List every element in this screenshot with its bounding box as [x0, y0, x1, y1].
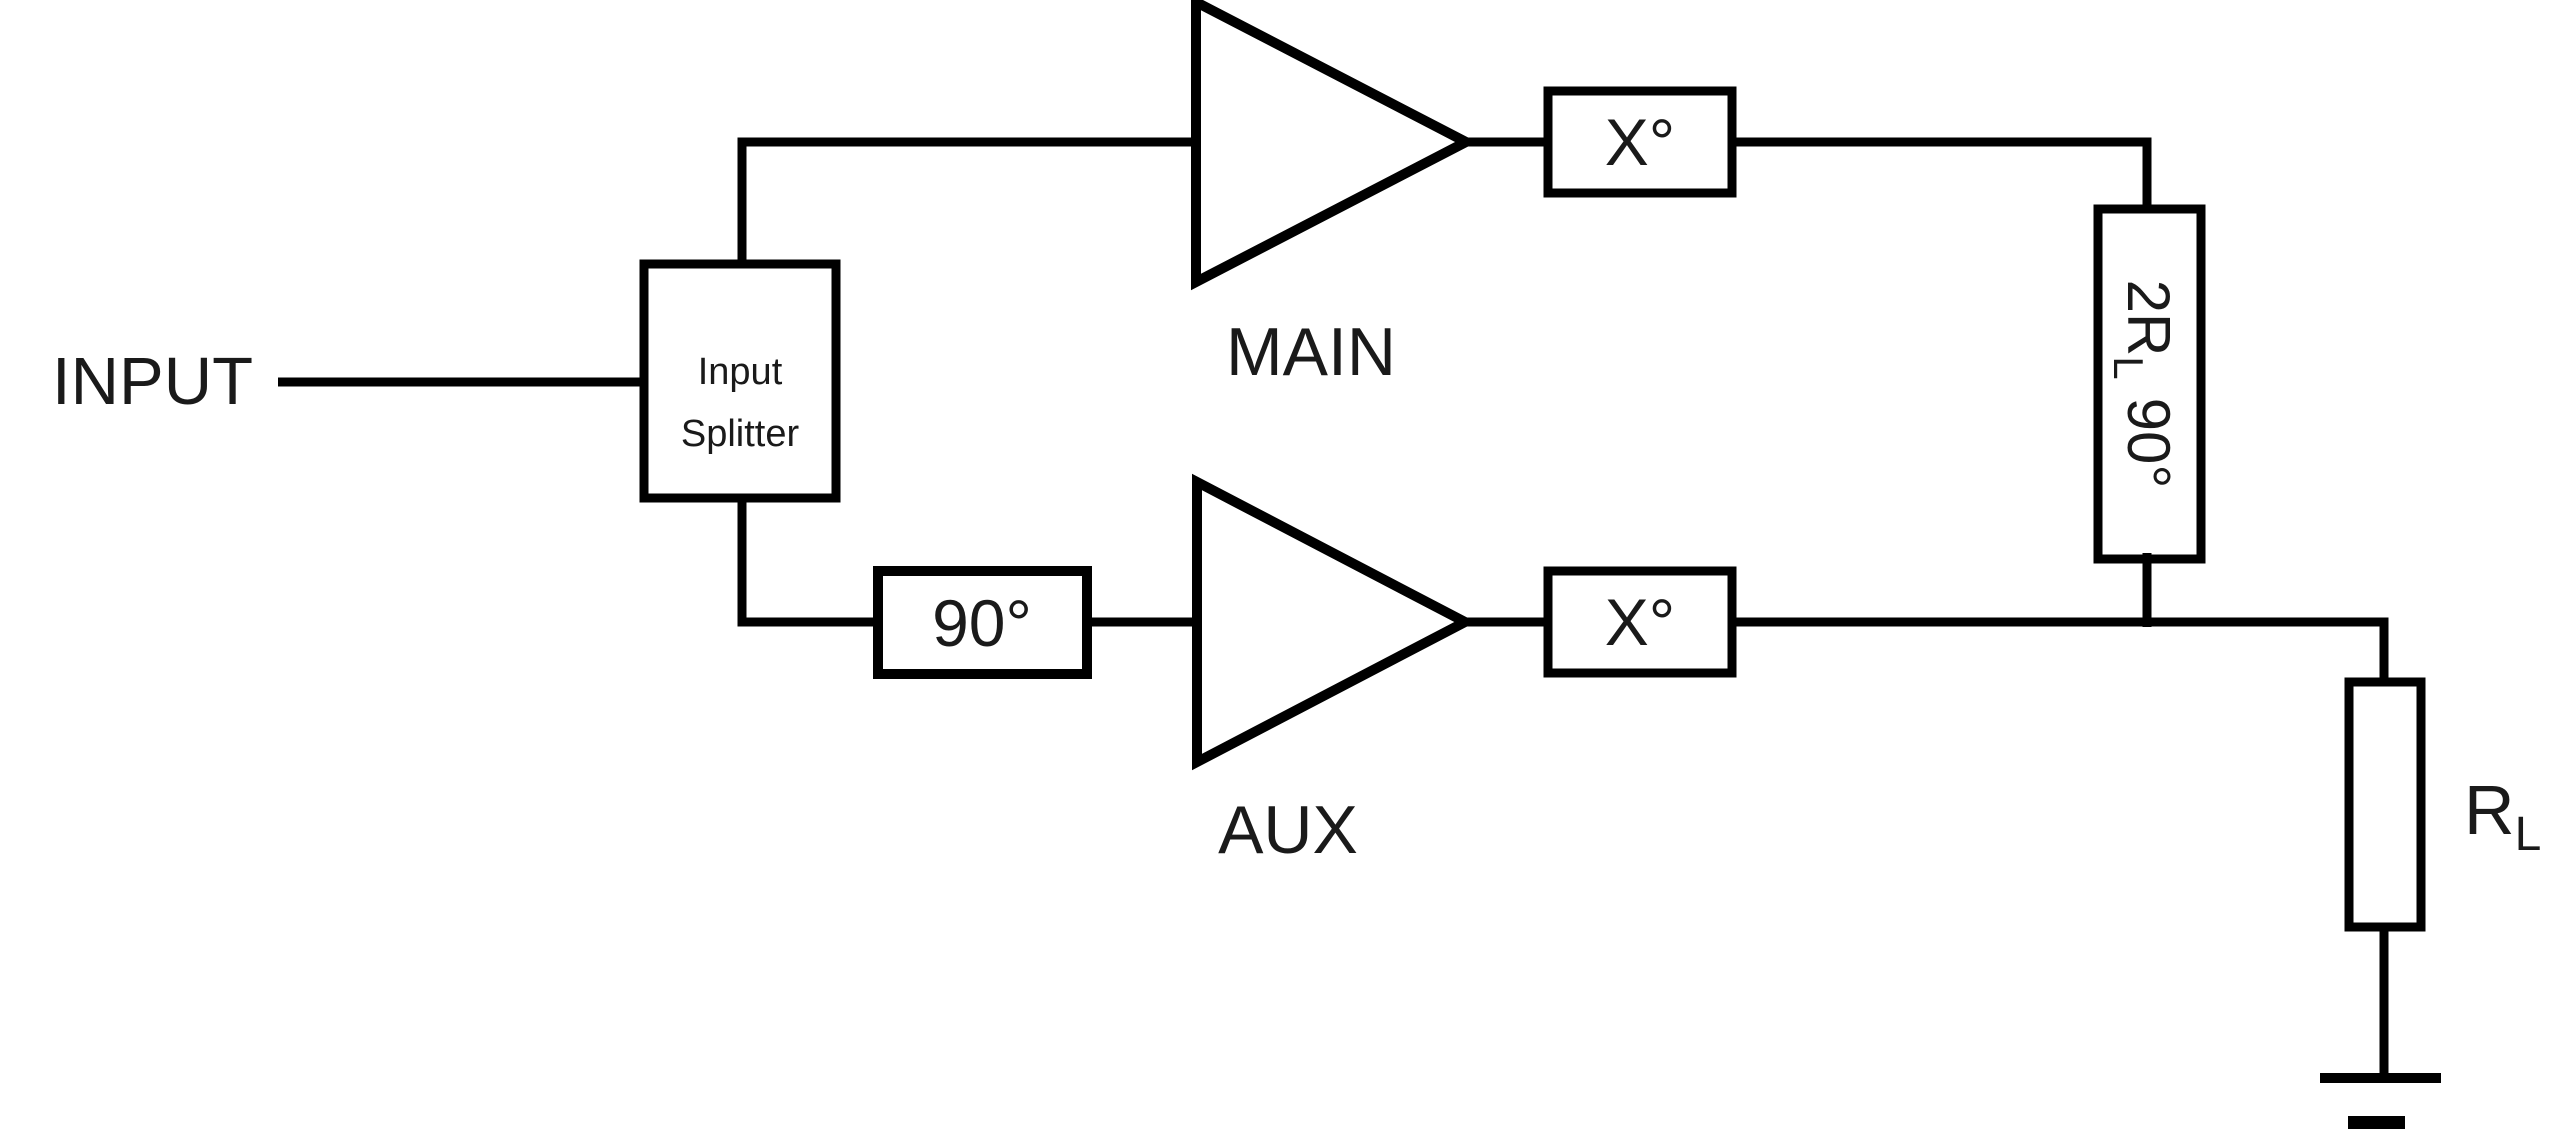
impedance-inverter-label-rest: 90°	[2115, 398, 2182, 489]
ground-bar-bottom	[2348, 1116, 2405, 1129]
aux-phase-shifter-label: 90°	[932, 586, 1032, 660]
main-amplifier-triangle	[1191, 0, 1477, 291]
main-offset-line-box	[1543, 86, 1737, 198]
impedance-inverter-box	[2093, 204, 2206, 564]
aux-offset-line-label: X°	[1605, 585, 1675, 659]
combining-node-wire	[1728, 617, 2389, 686]
input-splitter-label-line1: Input	[698, 351, 783, 393]
load-label-sub: L	[2515, 808, 2542, 861]
load-label: RL	[2464, 771, 2541, 861]
input-splitter-label-line2: Splitter	[681, 413, 800, 455]
impedance-inverter-label: 2RL 90°	[2105, 280, 2182, 489]
load-label-base: R	[2464, 771, 2515, 849]
main-top-wire	[1732, 137, 2152, 215]
ground-symbol	[2320, 1073, 2441, 1129]
main-branch-wire	[737, 137, 1196, 260]
impedance-inverter-label-sub: L	[2105, 356, 2152, 379]
aux-phase-shifter-box	[873, 566, 1092, 679]
aux-amplifier-triangle	[1192, 473, 1476, 771]
load-resistor-box	[2344, 677, 2426, 932]
aux-amplifier-label: AUX	[1218, 792, 1358, 868]
main-amplifier-label: MAIN	[1226, 314, 1396, 390]
input-label: INPUT	[52, 344, 253, 419]
aux-branch-wire	[737, 494, 882, 627]
main-offset-line-label: X°	[1605, 105, 1675, 179]
input-splitter-box	[639, 259, 841, 503]
impedance-inverter-label-base: 2R	[2115, 280, 2182, 357]
